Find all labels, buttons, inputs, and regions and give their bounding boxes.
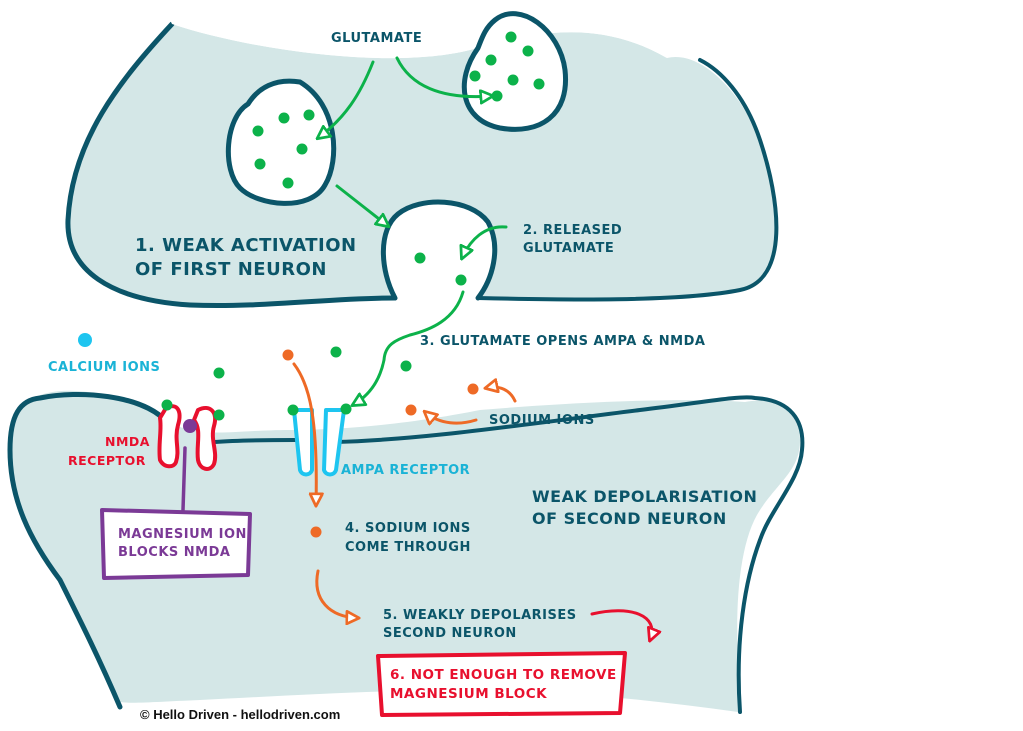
second-neuron-label-line1: WEAK DEPOLARISATION [532,487,757,506]
arrow-released-glutamate [462,225,508,258]
nmda-label-line2: RECEPTOR [68,453,146,468]
sodium-ion [282,349,294,361]
glutamate-dot [330,346,342,358]
magnesium-label-line1: MAGNESIUM ION [118,527,247,542]
glutamate-bound-nmda-left [161,399,173,411]
glutamate-dot [505,31,517,43]
sodium-arrows [292,362,517,618]
arrow-to-left-vesicle [318,60,375,138]
glutamate-dot [400,360,412,372]
glutamate-bound-nmda-right [213,409,225,421]
step4-label-line1: 4. SODIUM IONS [345,521,471,536]
sodium-ions-label: SODIUM IONS [489,413,595,428]
glutamate-dot [485,54,497,66]
glutamate-dot [469,70,481,82]
magnesium-pointer [181,446,187,512]
ampa-receptor-label: AMPA RECEPTOR [341,463,470,478]
step1-label-line2: OF FIRST NEURON [135,259,327,280]
step6-callout: 6. NOT ENOUGH TO REMOVE MAGNESIUM BLOCK [376,651,627,717]
sodium-ions [282,349,479,538]
arrow-step5-to-step6 [590,609,652,640]
glutamate-dots [213,31,545,379]
second-neuron [7,390,805,714]
ampa-receptor [287,403,352,477]
glutamate-dot [414,252,426,264]
magnesium-ion [183,419,197,433]
glutamate-dot [533,78,545,90]
arrow-to-right-vesicle [395,56,492,97]
glutamate-bound-ampa-right [340,403,352,415]
glutamate-label: GLUTAMATE [331,31,422,46]
calcium-ions-label: CALCIUM IONS [48,360,160,375]
glutamate-dot [303,109,315,121]
glutamate-dot [213,367,225,379]
glutamate-dot [252,125,264,137]
arrow-to-step5 [315,569,358,618]
glutamate-dot [296,143,308,155]
step4-label-line2: COME THROUGH [345,540,471,555]
glutamate-dot [278,112,290,124]
magnesium-callout: MAGNESIUM ION BLOCKS NMDA [100,508,252,580]
sodium-ion [467,383,479,395]
glutamate-dot [522,45,534,57]
step6-label-line1: 6. NOT ENOUGH TO REMOVE [390,667,617,683]
glutamate-arrows [318,56,508,405]
arrow-sodium-lower [425,412,478,423]
copyright-label: © Hello Driven - hellodriven.com [140,707,340,722]
sodium-ion [405,404,417,416]
step2-label-line2: GLUTAMATE [523,241,614,256]
calcium-ion [78,333,92,347]
glutamate-bound-ampa-left [287,404,299,416]
second-neuron-body [10,390,800,712]
first-neuron [65,0,779,309]
arrow-glutamate-to-ampa [353,290,465,405]
sodium-ion [310,526,322,538]
first-neuron-body [67,24,777,306]
glutamate-dot [254,158,266,170]
arrow-sodium-through-ampa [292,362,316,505]
arrow-sodium-upper [486,387,517,403]
step5-label-line1: 5. WEAKLY DEPOLARISES [383,608,577,623]
nmda-receptor [157,399,225,512]
step1-label-line1: 1. WEAK ACTIVATION [135,235,357,256]
arrow-vesicle-to-bouton [335,184,388,226]
step3-label: 3. GLUTAMATE OPENS AMPA & NMDA [420,334,705,349]
step2-label-line1: 2. RELEASED [523,223,622,238]
glutamate-dot [507,74,519,86]
nmda-label-line1: NMDA [105,434,150,449]
second-neuron-label-line2: OF SECOND NEURON [532,509,727,528]
synaptic-bouton [380,199,498,301]
glutamate-dot [282,177,294,189]
glutamate-dot [455,274,467,286]
step5-label-line2: SECOND NEURON [383,626,517,641]
magnesium-label-line2: BLOCKS NMDA [118,545,230,560]
step6-label-line2: MAGNESIUM BLOCK [390,686,547,702]
